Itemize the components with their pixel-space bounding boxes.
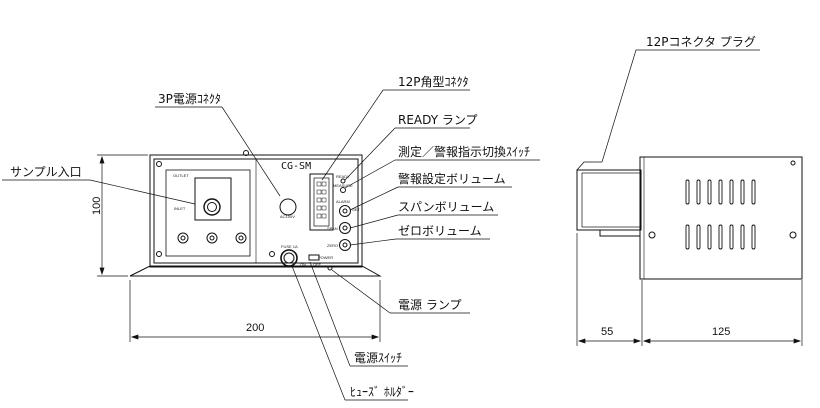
fuse-text: FUSE 1A <box>281 244 298 249</box>
ready-text: READY <box>336 174 350 179</box>
power-lamp-dot <box>327 265 333 271</box>
depth-dimension-left: 55 <box>601 326 613 338</box>
front-body <box>149 154 363 268</box>
label-power-lamp: 電源 ランプ <box>398 298 461 312</box>
label-measure-alarm-switch: 測定／警報指示切換ｽｲｯﾁ <box>398 144 530 159</box>
label-power-switch: 電源ｽｲｯﾁ <box>354 351 402 365</box>
ac-text: AC100V <box>280 214 295 219</box>
label-alarm-volume: 警報設定ボリューム <box>398 171 506 186</box>
front-callouts: サンプル入口 3P電源ｺﾈｸﾀ 12P角型ｺﾈｸﾀ READY ランプ 測定／警… <box>10 75 530 399</box>
depth-dimension-right: 125 <box>712 326 730 338</box>
label-fuse-holder: ﾋｭｰｽﾞ ﾎﾙﾀﾞｰ <box>350 385 414 399</box>
zero-text: ZERO <box>327 243 338 248</box>
vent-slots <box>685 179 756 250</box>
set-text: SET <box>352 207 360 212</box>
label-connector-12p: 12P角型ｺﾈｸﾀ <box>398 75 469 89</box>
label-ready-lamp: READY ランプ <box>398 113 478 127</box>
label-power-connector-3p: 3P電源ｺﾈｸﾀ <box>158 92 221 106</box>
measure-text: MEASURE <box>333 183 353 188</box>
front-panel-markings: CG-SM OUTLET INLET AC100V FUSE 1A READY … <box>173 161 360 267</box>
label-sample-inlet: サンプル入口 <box>10 165 82 179</box>
inlet-text: INLET <box>174 206 186 211</box>
power-connector-3p <box>279 198 297 216</box>
sample-panel <box>165 169 251 257</box>
connector-12p-body <box>309 173 334 231</box>
front-leaders <box>2 89 540 401</box>
side-view <box>576 156 803 280</box>
model-label: CG-SM <box>281 161 311 172</box>
side-dimensions <box>576 233 803 346</box>
span-text: SPAN <box>327 226 338 231</box>
inlet-block <box>194 177 232 221</box>
sample-inlet-port <box>203 198 221 216</box>
power-switch-body <box>308 254 320 261</box>
front-dimensions <box>97 154 381 342</box>
alarm-volume-knob <box>339 205 351 217</box>
connector-plug <box>576 169 642 231</box>
off-text: OFF <box>313 262 322 267</box>
outlet-text: OUTLET <box>173 173 189 178</box>
side-leader <box>601 49 760 163</box>
label-connector-plug-12p: 12Pコネクタ プラグ <box>646 35 756 49</box>
on-text: ON <box>300 262 306 267</box>
width-dimension: 200 <box>246 322 264 334</box>
front-view <box>129 150 382 277</box>
fuse-holder-knob <box>280 249 298 267</box>
alarm-text: ALARM <box>336 199 350 204</box>
label-zero-volume: ゼロボリューム <box>398 224 482 238</box>
label-span-volume: スパンボリューム <box>398 200 494 214</box>
power-text: POWER <box>318 255 333 260</box>
measure-switch-toggle <box>340 187 346 193</box>
ready-lamp-dot <box>340 178 346 184</box>
terminal-row <box>177 232 247 244</box>
zero-volume-knob <box>339 239 351 251</box>
side-body <box>639 156 803 280</box>
height-dimension: 100 <box>91 197 103 215</box>
span-volume-knob <box>339 222 351 234</box>
